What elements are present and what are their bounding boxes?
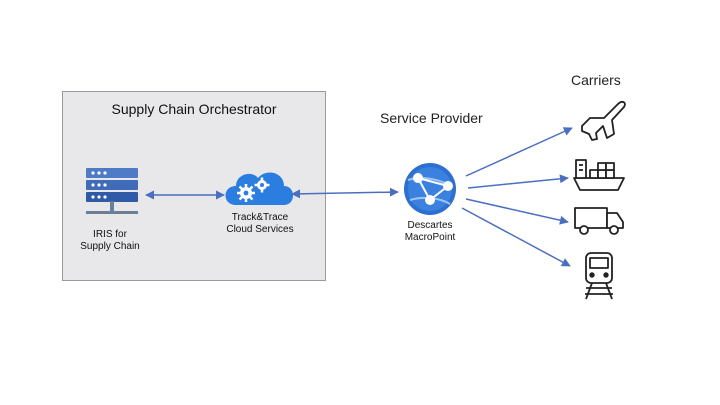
server-rack-icon [86,168,138,214]
cloud-gears-icon [225,172,293,205]
orchestrator-title: Supply Chain Orchestrator [111,101,277,117]
link-descartes-ship [467,174,569,189]
link-descartes-airplane [465,127,573,177]
airplane-icon [581,100,626,141]
iris-label-line2: Supply Chain [80,241,140,252]
iris-label-line1: IRIS for [93,229,127,240]
descartes-label: Descartes MacroPoint [385,220,475,244]
iris-label: IRIS for Supply Chain [70,229,150,253]
link-descartes-train [461,207,571,267]
link-tracktrace-descartes [291,187,399,199]
descartes-label-line2: MacroPoint [404,232,456,243]
train-icon [585,252,613,300]
carriers-heading: Carriers [571,72,621,88]
link-descartes-truck [465,198,569,225]
service-provider-heading: Service Provider [380,110,483,126]
cargo-ship-icon [573,159,625,191]
tracktrace-label-line1: Track&Trace [231,212,289,223]
truck-icon [574,207,624,235]
network-globe-icon [404,163,456,215]
descartes-label-line1: Descartes [407,220,453,231]
tracktrace-label: Track&Trace Cloud Services [210,212,310,236]
tracktrace-label-line2: Cloud Services [226,224,294,235]
